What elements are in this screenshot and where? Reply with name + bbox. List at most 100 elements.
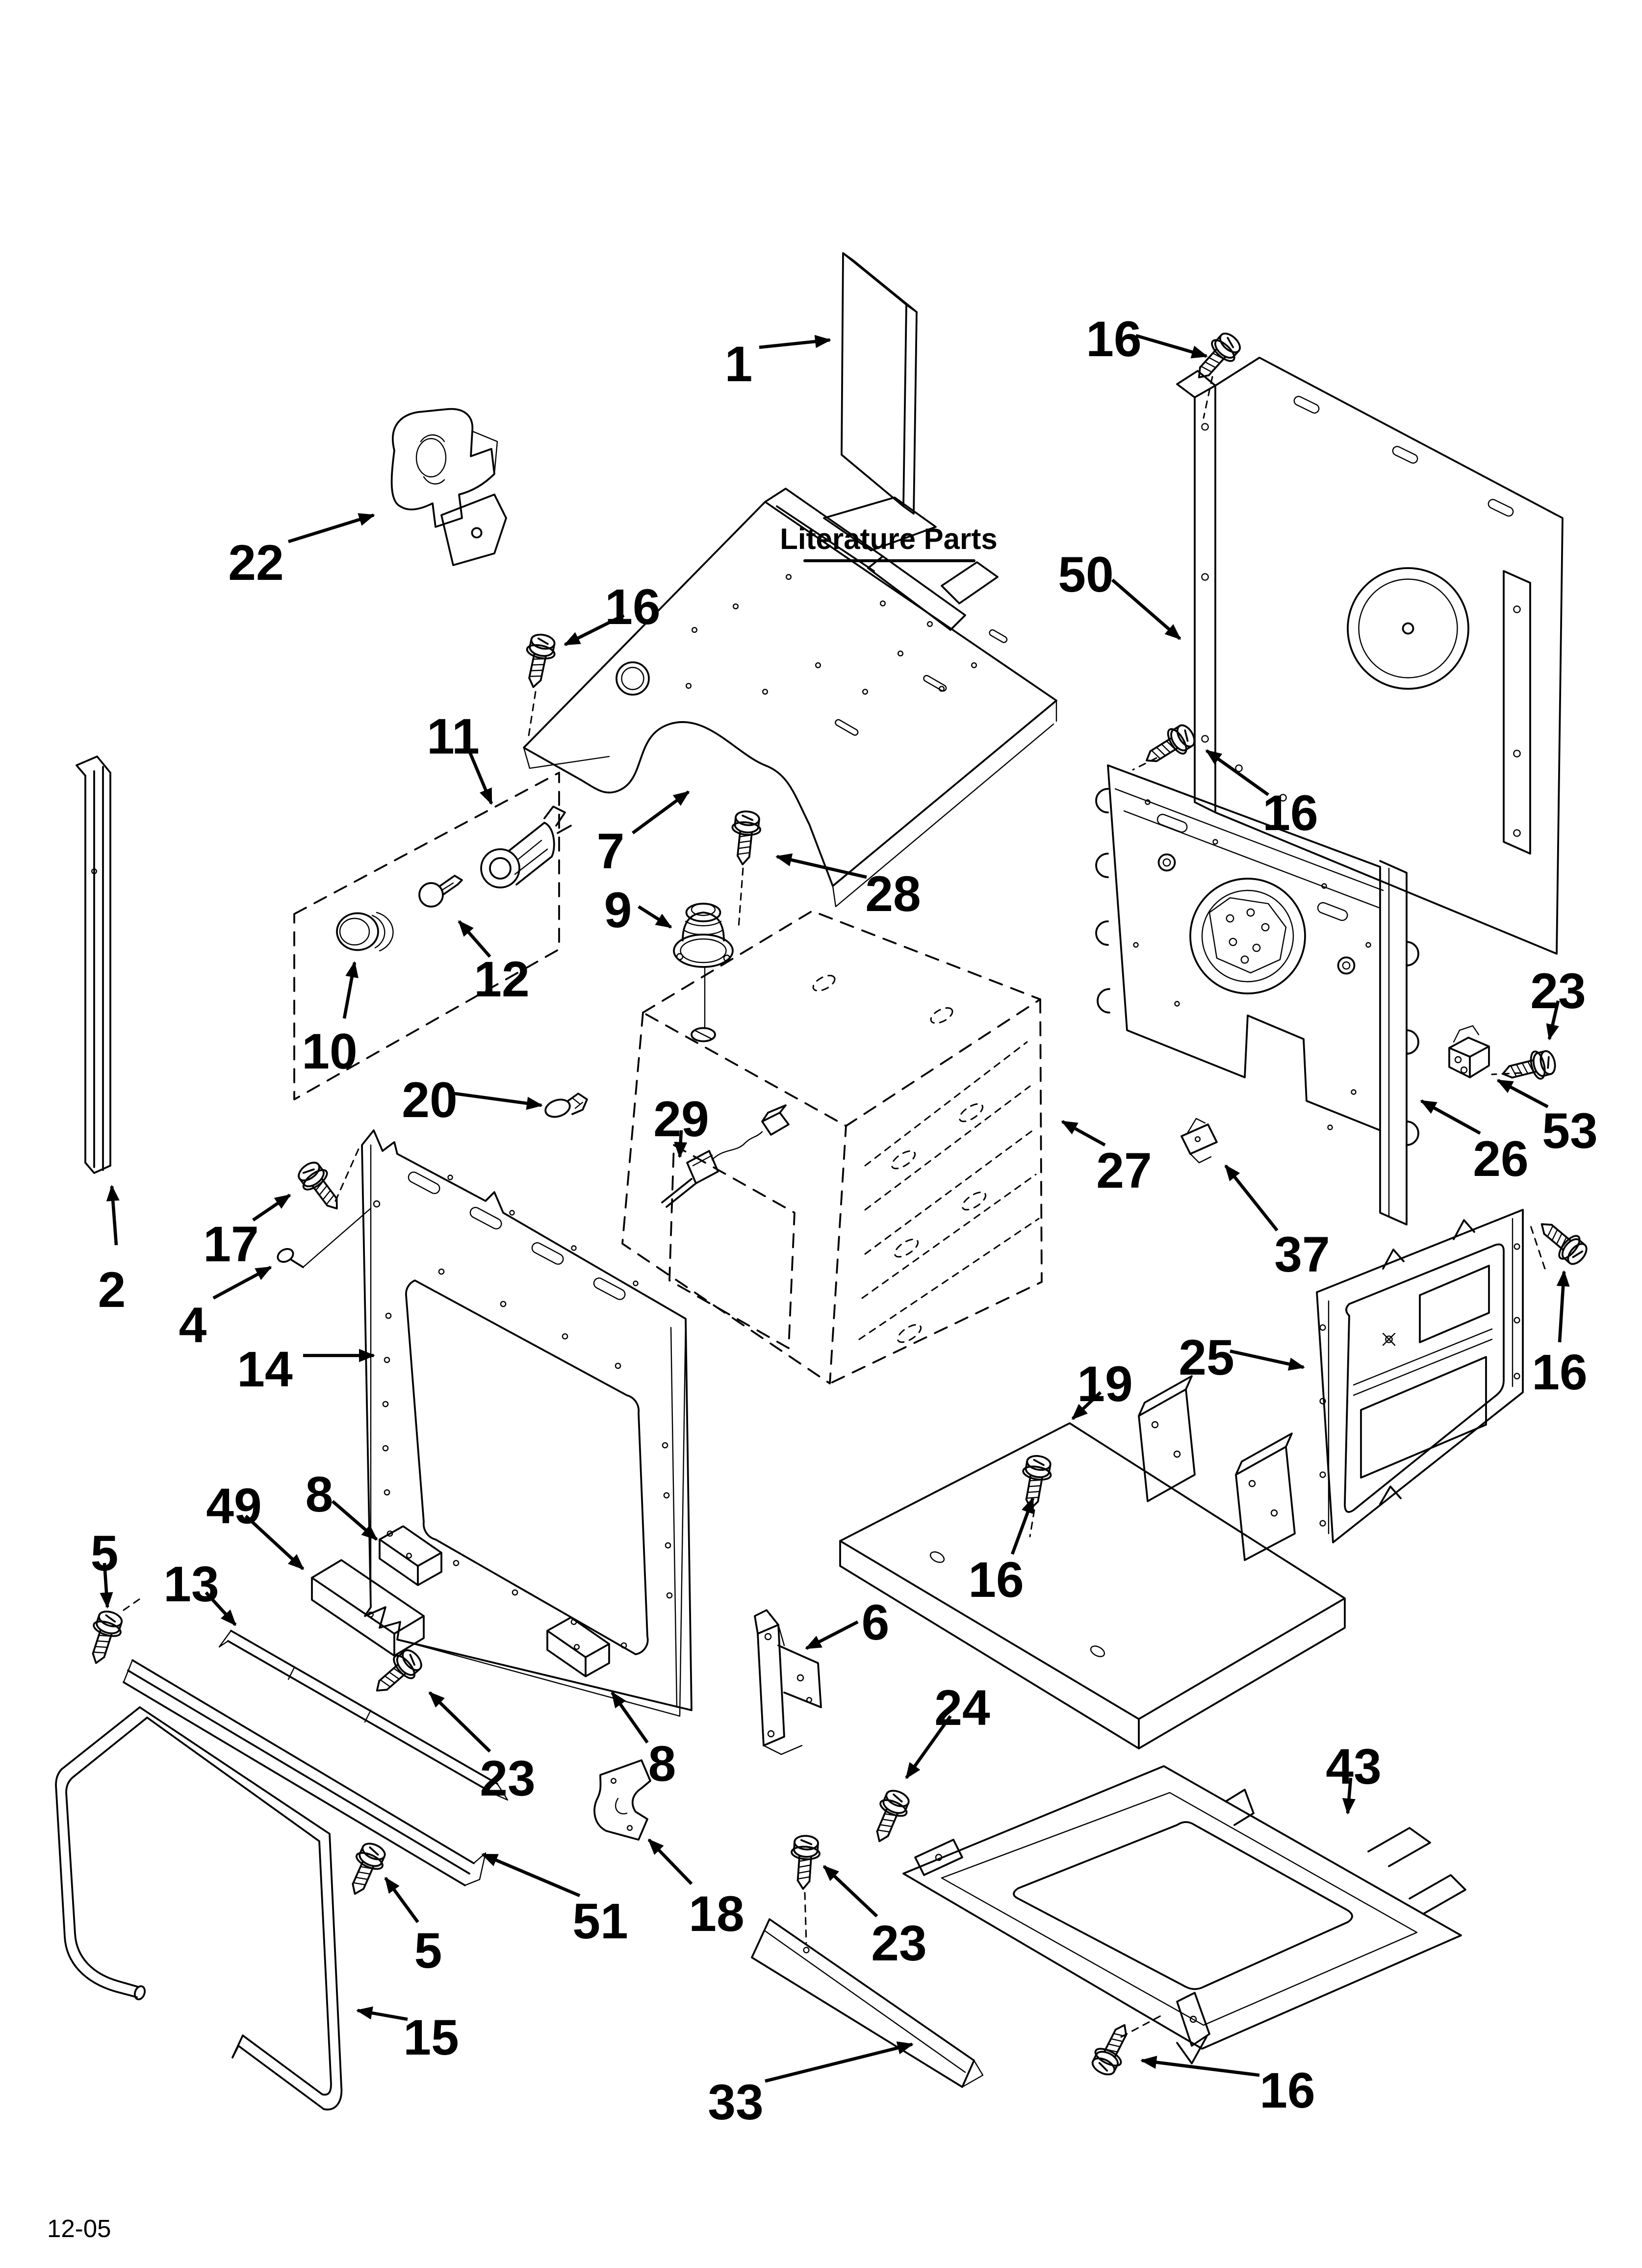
callout-5: 5 [414, 1923, 442, 1979]
callout-23: 23 [871, 1915, 926, 1971]
callout-arrow-23 [822, 1865, 878, 1918]
part-22-lamp-bracket [390, 408, 507, 566]
callout-arrow-16 [564, 614, 625, 646]
part-26-rear-panel [1095, 764, 1419, 1225]
part-53-bracket [1448, 1025, 1490, 1078]
callout-22: 22 [228, 535, 283, 591]
callout-2: 2 [98, 1262, 126, 1318]
part-8-spacer-block-right [546, 1616, 610, 1677]
callout-arrow-7 [632, 790, 690, 834]
part-37-clip [1180, 1118, 1218, 1164]
callout-arrow-16 [1010, 1497, 1035, 1555]
callout-7: 7 [597, 823, 625, 879]
callout-arrow-33 [765, 2041, 914, 2083]
screw-16-insulation [1016, 1453, 1055, 1538]
callout-arrow-28 [775, 853, 867, 879]
callout-23: 23 [1530, 963, 1586, 1019]
callout-arrow-20 [454, 1092, 543, 1110]
callout-49: 49 [206, 1478, 261, 1534]
callout-arrow-53 [1496, 1079, 1549, 1108]
part-8-spacer-block-left [379, 1525, 442, 1586]
callout-arrow-2 [106, 1185, 120, 1246]
callout-50: 50 [1058, 547, 1113, 602]
part-19-base-insulation-panel [839, 1375, 1346, 1749]
callout-19: 19 [1077, 1356, 1132, 1412]
part-6-support-bracket [754, 1609, 822, 1755]
screw-16-access-panel [1529, 1212, 1592, 1270]
screw-28 [727, 809, 763, 928]
callout-6: 6 [862, 1594, 890, 1650]
part-11-switch-assembly-group [293, 772, 572, 1100]
callout-arrow-8 [611, 1691, 649, 1744]
callout-16: 16 [1262, 785, 1318, 841]
footer-date-code: 12-05 [47, 2215, 111, 2242]
callout-1: 1 [725, 336, 753, 392]
callout-arrow-37 [1224, 1164, 1279, 1232]
part-43-base-pan [902, 1765, 1466, 2064]
callout-10: 10 [302, 1023, 357, 1079]
callout-53: 53 [1542, 1103, 1597, 1159]
part-50-rear-vent-panel [1176, 357, 1564, 955]
callout-arrow-16 [1205, 749, 1269, 796]
callout-arrow-16 [1556, 1270, 1570, 1343]
callout-33: 33 [708, 2074, 763, 2130]
callout-arrow-19 [1071, 1391, 1102, 1420]
callout-arrow-24 [905, 1715, 952, 1779]
callout-arrow-10 [342, 961, 359, 1019]
part-1-literature-booklet [841, 252, 918, 515]
callout-27: 27 [1096, 1143, 1152, 1199]
part-49-bar [311, 1559, 425, 1657]
callout-arrow-5 [100, 1563, 113, 1609]
callout-37: 37 [1274, 1226, 1330, 1282]
part-33-trim-strip [751, 1918, 984, 2088]
callout-51: 51 [572, 1893, 628, 1949]
callout-14: 14 [237, 1341, 293, 1397]
callout-arrow-27 [1061, 1120, 1106, 1147]
callout-arrow-29 [674, 1130, 688, 1158]
callout-16: 16 [1086, 311, 1141, 367]
callout-arrow-23 [428, 1691, 491, 1753]
callout-arrow-50 [1111, 578, 1181, 640]
callout-15: 15 [403, 2009, 459, 2065]
callout-18: 18 [689, 1886, 744, 1942]
screw-5-lower [341, 1838, 390, 1901]
callout-arrow-1 [759, 335, 831, 349]
screw-17 [293, 1147, 360, 1218]
callouts-layer: 1245567889101112131415161616161616171819… [91, 311, 1598, 2130]
callout-28: 28 [865, 866, 921, 922]
callout-arrow-43 [1342, 1777, 1356, 1815]
callout-20: 20 [402, 1072, 457, 1128]
callout-arrow-5 [384, 1877, 419, 1923]
callout-arrow-15 [356, 2006, 408, 2021]
callout-arrow-18 [647, 1838, 693, 1885]
part-4-pin [277, 1200, 381, 1268]
part-27-oven-cavity [621, 910, 1043, 1384]
callout-16: 16 [1259, 2062, 1315, 2118]
part-13-thin-strip [218, 1630, 509, 1801]
callout-arrow-17 [252, 1194, 291, 1222]
screw-16-top-right [1187, 327, 1246, 419]
callout-arrow-22 [288, 513, 375, 544]
callout-arrow-25 [1230, 1349, 1305, 1371]
screw-16-cooktop [518, 631, 559, 740]
callout-26: 26 [1473, 1131, 1528, 1187]
callout-9: 9 [604, 882, 632, 938]
callout-23: 23 [480, 1750, 535, 1806]
callout-17: 17 [203, 1216, 258, 1272]
part-25-access-panel [1316, 1209, 1524, 1543]
callout-arrow-49 [244, 1514, 305, 1570]
part-29-oven-sensor [661, 1104, 790, 1208]
part-14-side-panel [361, 1129, 693, 1717]
callout-arrow-51 [481, 1852, 581, 1898]
part-15-door-gasket [55, 1706, 343, 2111]
callout-arrow-6 [805, 1620, 859, 1650]
callout-16: 16 [605, 579, 660, 635]
callout-arrow-13 [205, 1591, 237, 1626]
screw-16-rear-panel [1132, 719, 1200, 774]
callout-arrow-12 [458, 920, 491, 958]
part-7-main-top-panel [523, 488, 1057, 908]
literature-parts-label: Literature Parts [780, 522, 998, 555]
screw-23-trim33 [788, 1834, 822, 1944]
